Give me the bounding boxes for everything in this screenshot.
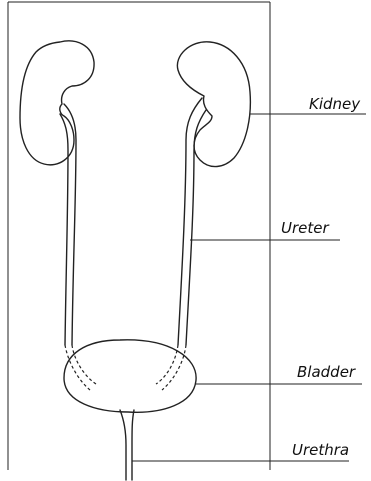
left-kidney [20, 41, 94, 165]
kidney-label: Kidney [309, 95, 361, 113]
right-ureter [178, 98, 206, 345]
bladder [64, 340, 196, 412]
urethra-label: Urethra [292, 441, 349, 459]
bladder-label: Bladder [297, 363, 356, 381]
figure-frame [8, 2, 270, 470]
right-kidney [177, 42, 250, 167]
ureter-openings [65, 345, 186, 390]
urethra [120, 410, 134, 480]
ureter-label: Ureter [281, 219, 329, 237]
